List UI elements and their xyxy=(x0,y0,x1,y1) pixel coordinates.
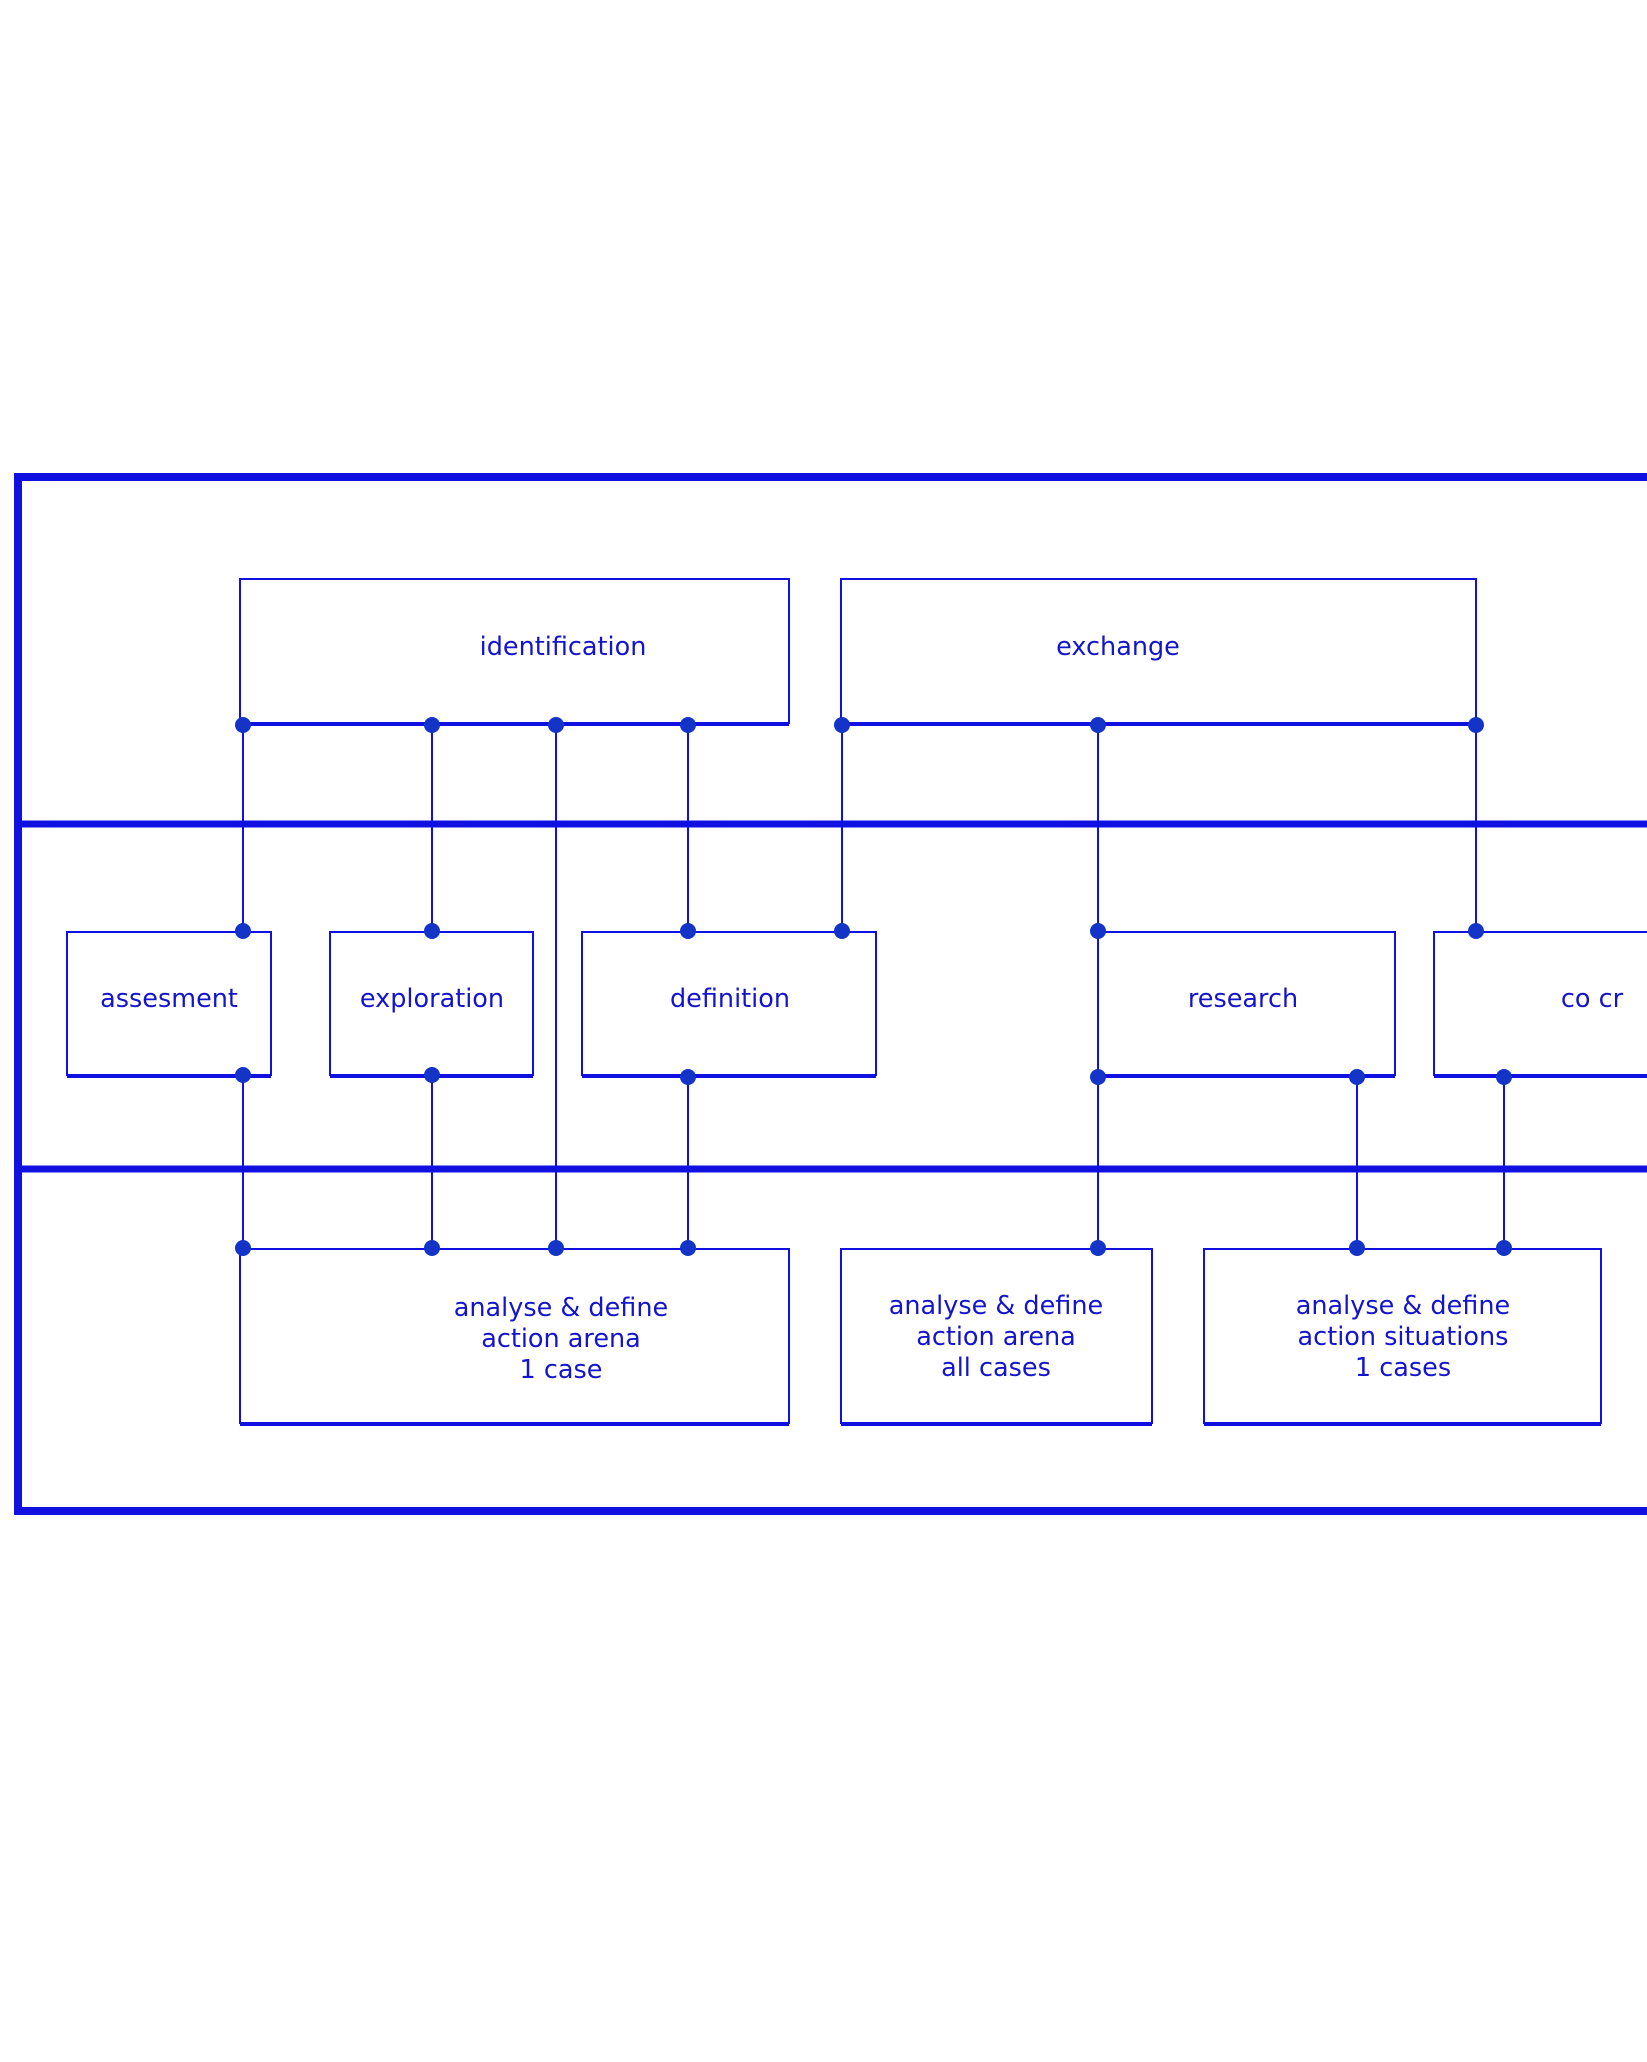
identification-label: identification xyxy=(480,632,647,662)
connection-node xyxy=(235,1067,251,1083)
arena-all-cases-label-line-2: action arena xyxy=(916,1322,1076,1352)
connection-node xyxy=(1349,1240,1365,1256)
arena-1-case-label-line-2: action arena xyxy=(481,1324,641,1354)
exchange-label: exchange xyxy=(1056,632,1180,662)
connection-node xyxy=(548,1240,564,1256)
connection-node xyxy=(235,1240,251,1256)
connection-nodes xyxy=(235,717,1512,1256)
assesment-label: assesment xyxy=(100,984,238,1014)
connection-node xyxy=(1496,1069,1512,1085)
situations-1-cases-label-line-2: action situations xyxy=(1298,1322,1509,1352)
connection-node xyxy=(680,1069,696,1085)
connection-node xyxy=(424,923,440,939)
connection-node xyxy=(424,717,440,733)
box-labels: identification exchange assesment explor… xyxy=(100,632,1624,1385)
connection-node xyxy=(235,717,251,733)
connection-node xyxy=(1090,1240,1106,1256)
boxes xyxy=(66,578,1647,1424)
connection-node xyxy=(235,923,251,939)
arena-1-case-label-line-1: analyse & define xyxy=(454,1293,668,1323)
connection-node xyxy=(424,1240,440,1256)
situations-1-cases-label-line-1: analyse & define xyxy=(1296,1291,1510,1321)
connection-node xyxy=(424,1067,440,1083)
connection-node xyxy=(1496,1240,1512,1256)
connection-node xyxy=(1468,717,1484,733)
exploration-label: exploration xyxy=(360,984,504,1014)
connectors xyxy=(242,725,1505,1248)
arena-all-cases-label-line-1: analyse & define xyxy=(889,1291,1103,1321)
connection-node xyxy=(1090,923,1106,939)
situations-1-cases-box xyxy=(1203,1248,1602,1424)
co-creation-label: co cr xyxy=(1561,984,1624,1014)
definition-box xyxy=(581,931,877,1076)
connection-node xyxy=(680,1240,696,1256)
research-box xyxy=(1098,931,1396,1076)
swimlane-frame xyxy=(14,473,1647,1515)
arena-all-cases-box xyxy=(840,1248,1153,1424)
arena-1-case-label-line-3: 1 case xyxy=(520,1355,603,1385)
identification-box xyxy=(239,578,790,724)
box-base-lines xyxy=(67,722,1647,1426)
connection-node xyxy=(548,717,564,733)
assesment-box xyxy=(66,931,272,1076)
connection-node xyxy=(680,717,696,733)
connection-node xyxy=(834,923,850,939)
arena-1-case-box xyxy=(239,1248,790,1424)
connection-node xyxy=(834,717,850,733)
connection-node xyxy=(1468,923,1484,939)
situations-1-cases-label-line-3: 1 cases xyxy=(1355,1353,1451,1383)
connection-node xyxy=(1090,717,1106,733)
definition-label: definition xyxy=(670,984,790,1014)
connection-node xyxy=(1349,1069,1365,1085)
connection-node xyxy=(680,923,696,939)
connection-node xyxy=(1090,1069,1106,1085)
exchange-box xyxy=(840,578,1477,724)
co-creation-box xyxy=(1433,931,1647,1076)
arena-all-cases-label-line-3: all cases xyxy=(941,1353,1051,1383)
research-label: research xyxy=(1188,984,1298,1014)
